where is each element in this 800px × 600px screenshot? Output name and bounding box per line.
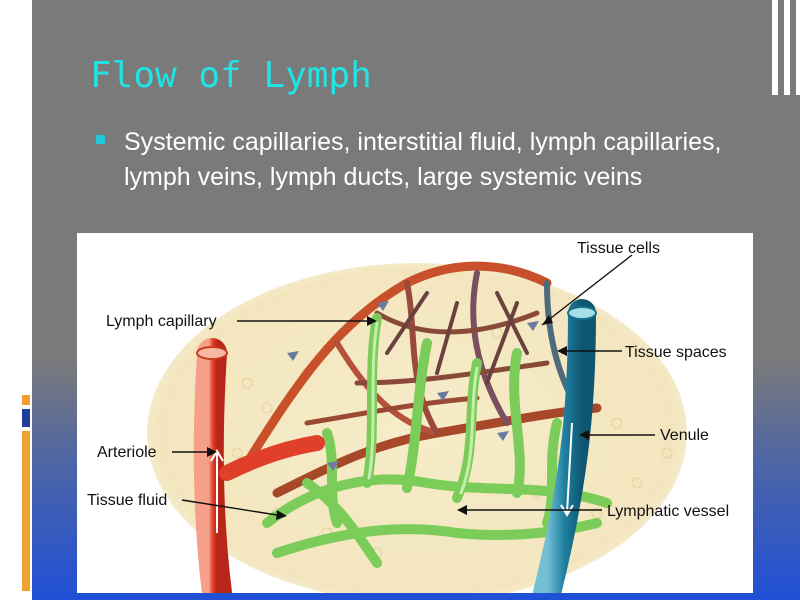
label-tissue-spaces: Tissue spaces — [625, 344, 727, 361]
lymph-capillary-highlights — [367, 321, 479, 495]
bullet-item: Systemic capillaries, interstitial fluid… — [96, 125, 746, 195]
label-lymph-capillary: Lymph capillary — [106, 313, 217, 330]
slide-title: Flow of Lymph — [90, 55, 372, 96]
label-leader-lines — [172, 254, 655, 516]
label-tissue-fluid: Tissue fluid — [87, 492, 167, 509]
bullet-square-icon — [96, 135, 105, 144]
arteriole-opening — [196, 346, 228, 360]
venule-vessel — [533, 299, 596, 593]
arteriole-vessel — [193, 338, 232, 593]
label-arteriole: Arteriole — [97, 444, 157, 461]
label-lymphatic-vessel: Lymphatic vessel — [607, 503, 729, 520]
flow-arrows — [210, 422, 574, 533]
capillary-network — [242, 261, 602, 498]
fluid-arrows — [287, 301, 539, 471]
label-venule: Venule — [660, 427, 709, 444]
bullet-text: Systemic capillaries, interstitial fluid… — [124, 128, 722, 191]
label-arrowheads — [207, 315, 589, 520]
slide-corner-lines — [772, 0, 800, 100]
venule-opening — [567, 306, 597, 320]
slide-accent-bars — [22, 395, 30, 595]
lymph-flow-diagram: Tissue cells Lymph capillary Tissue spac… — [77, 233, 753, 593]
label-tissue-cells: Tissue cells — [577, 240, 660, 257]
arteriole-branch — [219, 435, 325, 481]
diagram-illustration: Tissue cells Lymph capillary Tissue spac… — [87, 240, 729, 593]
